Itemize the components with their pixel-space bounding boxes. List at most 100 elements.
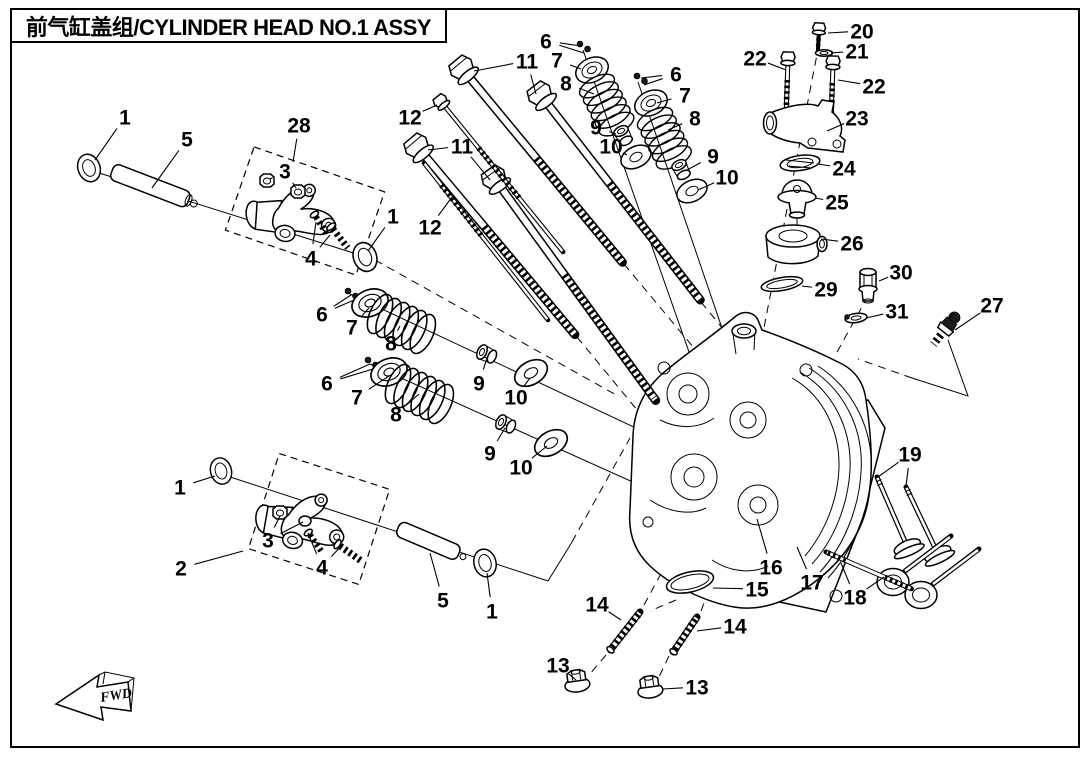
leader-line-3 — [280, 521, 304, 535]
leader-line-28 — [292, 138, 298, 163]
callout-6: 6 — [321, 373, 333, 396]
leader-line-7 — [368, 375, 390, 390]
leader-line-6 — [339, 363, 371, 378]
leader-line-3 — [273, 515, 281, 528]
leader-line-23 — [826, 123, 845, 132]
sensor-plug-group — [844, 267, 961, 347]
leader-line-6 — [643, 78, 663, 86]
callout-6: 6 — [316, 304, 328, 327]
callout-2: 2 — [175, 558, 187, 581]
thermostat-cover-23 — [762, 99, 846, 153]
callout-25: 25 — [825, 192, 849, 215]
leader-line-11 — [473, 63, 514, 72]
leader-line-31 — [865, 313, 884, 319]
callout-8: 8 — [689, 108, 701, 131]
flange-nut-13 — [635, 673, 665, 701]
callout-4: 4 — [316, 557, 328, 580]
leader-line-18 — [866, 576, 885, 590]
callout-1: 1 — [119, 107, 131, 130]
callout-5: 5 — [181, 129, 193, 152]
callout-7: 7 — [351, 387, 363, 410]
adjuster-screw-4 — [326, 222, 351, 250]
callout-3: 3 — [262, 530, 274, 553]
leader-line-26 — [820, 238, 839, 242]
leader-line-19 — [905, 467, 909, 487]
leader-line-1 — [94, 128, 118, 161]
leader-line-8 — [406, 393, 420, 406]
callout-9: 9 — [484, 443, 496, 466]
cylinder-head-body — [628, 311, 873, 609]
oring-15 — [665, 570, 715, 594]
callout-10: 10 — [504, 387, 527, 410]
callout-12: 12 — [418, 217, 441, 240]
callout-16: 16 — [759, 557, 782, 580]
leader-line-25 — [814, 197, 824, 201]
callout-1: 1 — [486, 601, 498, 624]
callout-11: 11 — [451, 136, 474, 159]
leader-line-4 — [312, 221, 317, 245]
leader-line-9 — [496, 427, 506, 442]
flange-bolt-11 — [523, 77, 705, 305]
leader-line-30 — [878, 276, 889, 282]
callout-17: 17 — [800, 572, 823, 595]
lock-nut-3 — [259, 173, 275, 188]
callout-3: 3 — [279, 161, 291, 184]
leader-line-10 — [622, 152, 628, 156]
callout-21: 21 — [845, 41, 869, 64]
leader-line-7 — [360, 307, 370, 317]
callout-22: 22 — [862, 76, 885, 99]
leader-line-11 — [470, 156, 491, 181]
callout-27: 27 — [980, 295, 1003, 318]
page-border — [10, 8, 1080, 748]
leader-line-1 — [486, 572, 491, 598]
stud-14 — [606, 608, 644, 654]
leader-line-24 — [817, 163, 831, 167]
callout-30: 30 — [889, 262, 912, 285]
stud-18 — [823, 549, 914, 592]
callout-10: 10 — [599, 136, 622, 159]
callout-24: 24 — [832, 158, 856, 181]
leader-line-17 — [796, 546, 807, 570]
callout-5: 5 — [437, 590, 449, 613]
stud-12 — [421, 160, 551, 323]
leader-line-7 — [569, 64, 582, 70]
leader-line-22 — [837, 79, 861, 85]
leader-line-14 — [608, 611, 622, 621]
callout-4: 4 — [305, 248, 317, 271]
adjuster-screw-4 — [309, 210, 331, 238]
callout-12: 12 — [398, 107, 421, 130]
spark-plug-tube — [731, 323, 757, 355]
callout-10: 10 — [715, 167, 738, 190]
adjuster-screw-4 — [333, 539, 364, 564]
leader-line-27 — [954, 312, 981, 331]
leader-line-4 — [307, 532, 318, 555]
leader-line-1 — [367, 227, 386, 252]
rocker-shaft-assembly-top — [73, 146, 386, 276]
leader-line-14 — [696, 627, 722, 632]
oring-1 — [470, 545, 500, 581]
leader-line-9 — [609, 131, 617, 135]
thermostat-housing-26 — [765, 224, 828, 265]
plug-30 — [858, 267, 878, 304]
rocker-arm-assembly — [245, 183, 337, 243]
leader-line-12 — [422, 104, 438, 112]
page-title: 前气缸盖组/CYLINDER HEAD NO.1 ASSY — [25, 14, 432, 40]
fwd-direction-arrow: FWD — [54, 671, 135, 722]
callout-8: 8 — [560, 73, 572, 96]
callout-13: 13 — [546, 655, 569, 678]
washer-31 — [844, 312, 868, 324]
seal-ring-24 — [779, 154, 821, 172]
callout-18: 18 — [843, 587, 867, 610]
cooling-fins — [791, 365, 872, 579]
callout-7: 7 — [551, 50, 563, 73]
head-bolts — [400, 51, 705, 405]
leader-line-18 — [840, 562, 851, 585]
washer-3 — [298, 515, 312, 527]
rocker-shaft-5 — [395, 521, 467, 561]
valve — [874, 474, 925, 560]
leader-line-1 — [193, 475, 216, 484]
leader-line-10 — [523, 377, 531, 387]
rocker-shaft-assembly-bottom — [206, 452, 500, 586]
